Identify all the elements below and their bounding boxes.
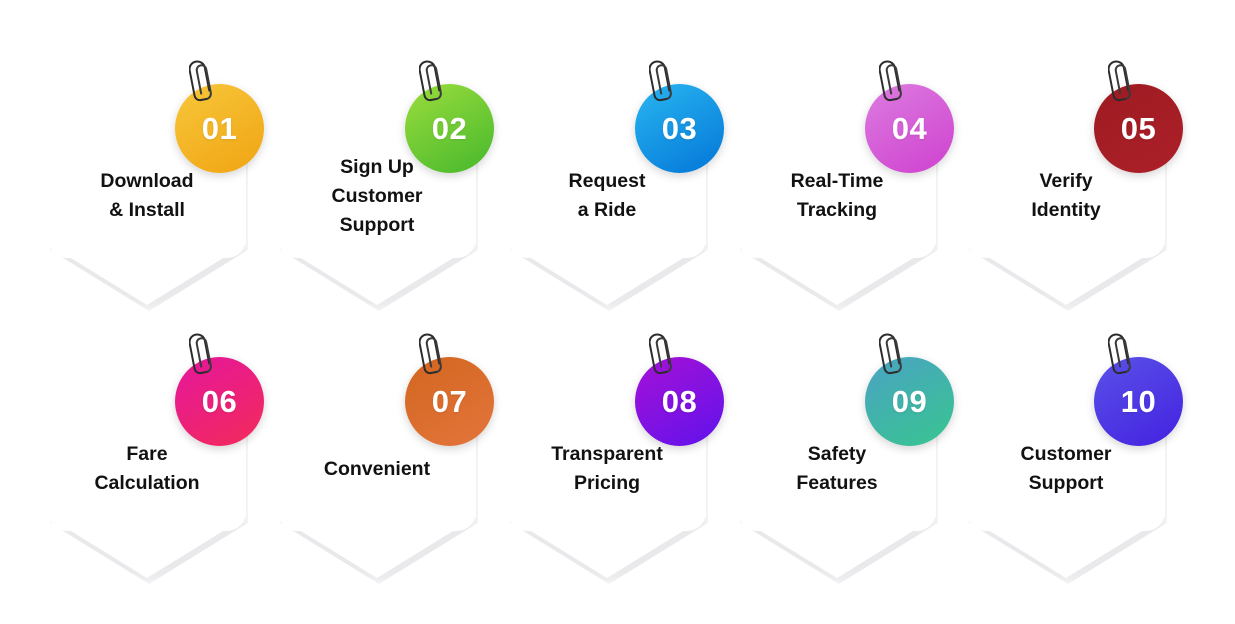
step-label: Customer Support: [1020, 443, 1112, 494]
step-number-badge[interactable]: 05: [1094, 84, 1183, 173]
step-card-09[interactable]: Safety Features 09: [738, 333, 954, 584]
step-label: Transparent Pricing: [551, 443, 663, 494]
step-number-badge[interactable]: 03: [635, 84, 724, 173]
step-number: 05: [1120, 111, 1157, 146]
step-number-badge[interactable]: 02: [405, 84, 494, 173]
step-number-badge[interactable]: 09: [865, 357, 954, 446]
step-card-07[interactable]: Convenient 07: [278, 333, 494, 584]
step-label: Real-Time Tracking: [790, 170, 884, 221]
step-number: 07: [431, 384, 468, 419]
step-number-badge[interactable]: 01: [175, 84, 264, 173]
step-number: 03: [661, 111, 698, 146]
step-number-badge[interactable]: 04: [865, 84, 954, 173]
step-number: 09: [891, 384, 928, 419]
step-label: Sign Up Customer Support: [331, 156, 423, 236]
step-number: 02: [431, 111, 468, 146]
step-number: 06: [201, 384, 238, 419]
step-number: 08: [661, 384, 698, 419]
step-number-badge[interactable]: 07: [405, 357, 494, 446]
step-number-badge[interactable]: 10: [1094, 357, 1183, 446]
step-label: Download & Install: [100, 170, 194, 221]
step-number: 04: [891, 111, 928, 146]
step-number: 10: [1120, 384, 1157, 419]
step-number-badge[interactable]: 08: [635, 357, 724, 446]
step-number-badge[interactable]: 06: [175, 357, 264, 446]
step-label: Safety Features: [796, 443, 878, 494]
step-card-05[interactable]: Verify Identity 05: [967, 60, 1183, 311]
step-card-08[interactable]: Transparent Pricing 08: [508, 333, 724, 584]
step-label: Convenient: [323, 458, 431, 480]
step-label: Fare Calculation: [94, 443, 200, 494]
step-number: 01: [201, 111, 238, 146]
step-label: Request a Ride: [568, 170, 646, 221]
step-label: Verify Identity: [1031, 170, 1101, 221]
step-card-03[interactable]: Request a Ride 03: [508, 60, 724, 311]
